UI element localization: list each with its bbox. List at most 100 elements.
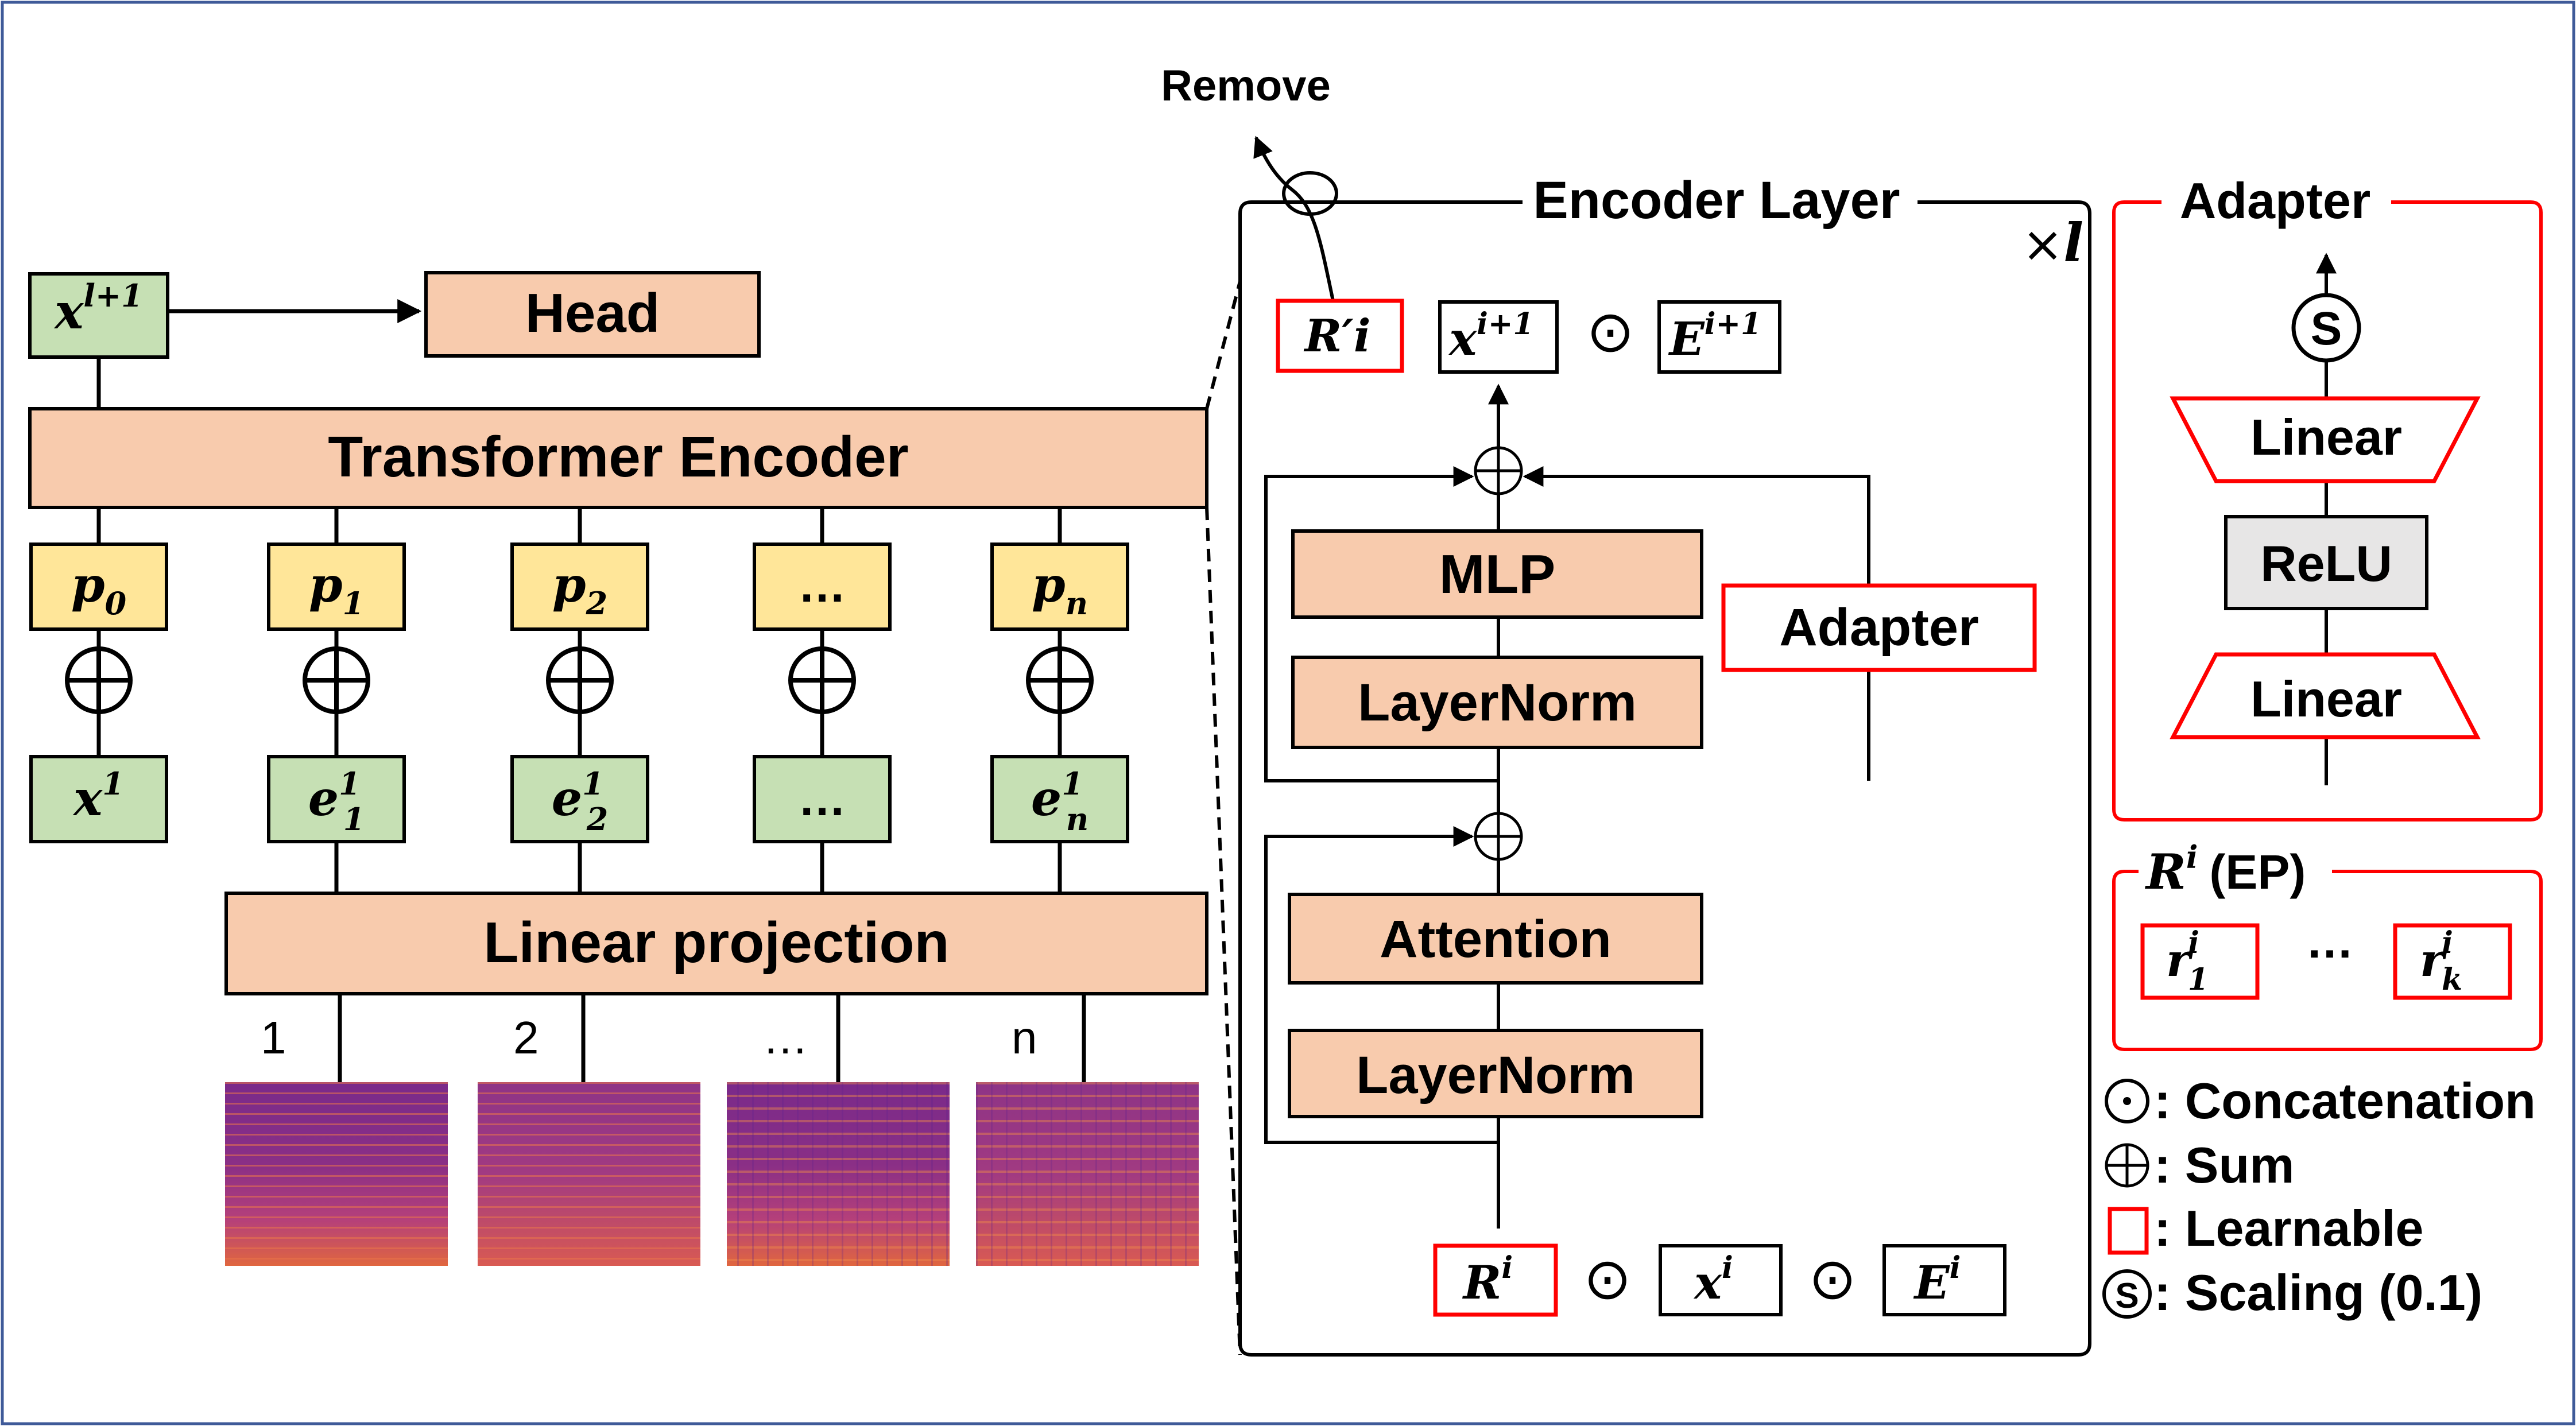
encoder-layer-title: Encoder Layer: [1533, 171, 1900, 230]
patch-label: n: [1012, 1012, 1037, 1063]
relu-label: ReLU: [2260, 535, 2392, 592]
attention-label: Attention: [1380, 910, 1612, 968]
layernorm-top-box: [1291, 656, 1703, 749]
legend-sum-text: : Sum: [2154, 1137, 2294, 1194]
spectrogram-texture: [225, 1082, 448, 1266]
r-prime-label: R′i: [1303, 310, 1370, 362]
mlp-label: MLP: [1439, 544, 1556, 605]
adapter-panel-title: Adapter: [2180, 172, 2371, 229]
encoder-layer: Encoder Layer ×l Remove R′i xi+1 ⊙ Ei+1: [1161, 61, 2091, 1357]
linear-projection-box: [224, 892, 1208, 995]
head-box: [424, 271, 761, 358]
layernorm-top-label: LayerNorm: [1358, 673, 1637, 732]
embedding-label: x1: [72, 765, 124, 827]
position-label: …: [798, 558, 846, 612]
position-box: [267, 542, 406, 631]
patch-label: …: [762, 1012, 808, 1063]
linear-projection-label: Linear projection: [483, 910, 949, 975]
r-label: Ri: [1462, 1250, 1513, 1309]
spectrogram-texture: [727, 1082, 950, 1266]
position-label: p2: [552, 556, 607, 622]
r-box: [1433, 1243, 1558, 1317]
ep-panel-frame: [2112, 870, 2543, 1051]
legend-concatenation-text: : Concatenation: [2154, 1072, 2536, 1129]
relu-box: [2224, 515, 2428, 610]
x-next-box: [1438, 300, 1559, 374]
sum-symbol: [65, 646, 133, 714]
remove-arrow: [1253, 135, 1335, 301]
adapter-panel: Adapter S Linear ReLU Linear: [2112, 172, 2543, 822]
legend-scaling-text: : Scaling (0.1): [2154, 1264, 2482, 1321]
layernorm-bottom-label: LayerNorm: [1356, 1046, 1635, 1105]
scaling-symbol: S: [2311, 303, 2342, 355]
e-label: Ei: [1913, 1250, 1961, 1309]
repeat-label: ×l: [2022, 212, 2083, 274]
residual-attention: [1264, 826, 1498, 1144]
ep-panel-title: Ri(EP): [2145, 839, 2306, 900]
encoder-layer-frame: [1238, 200, 2091, 1357]
sum-symbol: [1026, 646, 1094, 714]
ep-rk-box: [2393, 923, 2512, 1000]
transformer-encoder-label: Transformer Encoder: [328, 425, 908, 489]
zoom-line-top: [1205, 281, 1242, 409]
e-box: [1882, 1244, 2006, 1316]
residual-mlp: [1264, 466, 1498, 782]
adapter-panel-frame: [2112, 200, 2543, 822]
legend-concatenation: : Concatenation: [2105, 1072, 2536, 1129]
legend-sum: : Sum: [2105, 1137, 2294, 1194]
concat-bottom-2: ⊙: [1808, 1245, 1857, 1312]
legend-scaling-symbol: S: [2115, 1276, 2139, 1316]
embedding-label: …: [798, 772, 846, 826]
layernorm-bottom-box: [1288, 1029, 1703, 1118]
sum-symbol: [546, 646, 614, 714]
e-next-box: [1657, 300, 1781, 374]
adapter-branch: [1523, 466, 1870, 781]
ep-dots: …: [2306, 914, 2354, 968]
head-label: Head: [525, 282, 660, 344]
linear-top-trapezoid: [2170, 396, 2481, 483]
spectrogram-texture: [478, 1082, 700, 1266]
ep-r1-box: [2140, 923, 2260, 1000]
transformer-encoder-box: [28, 407, 1208, 509]
position-label: pn: [1032, 556, 1088, 622]
mlp-box: [1291, 529, 1703, 619]
spectrogram-texture: [976, 1082, 1199, 1266]
e-next-label: Ei+1: [1668, 307, 1762, 366]
embedding-box: [267, 755, 406, 843]
repeat-l: l: [2063, 212, 2083, 274]
legend: : Concatenation : Sum : Learnable S : Sc…: [2102, 1072, 2536, 1321]
position-label: p1: [309, 556, 364, 622]
legend-learnable-text: : Learnable: [2154, 1200, 2423, 1257]
patch-label: 2: [513, 1012, 539, 1063]
linear-top-label: Linear: [2250, 409, 2402, 466]
linear-bottom-label: Linear: [2250, 671, 2402, 727]
sum-node-bottom: [1474, 812, 1523, 861]
attention-box: [1288, 893, 1703, 985]
legend-scaling: S : Scaling (0.1): [2102, 1264, 2482, 1321]
x-label: xi: [1693, 1250, 1733, 1309]
x-box: [1659, 1244, 1783, 1316]
zoom-line-bottom: [1205, 507, 1242, 1355]
linear-bottom-trapezoid: [2170, 652, 2481, 739]
legend-learnable: : Learnable: [2108, 1200, 2423, 1257]
adapter-box: [1721, 583, 2037, 672]
position-box: [990, 542, 1129, 631]
concat-top: ⊙: [1586, 298, 1634, 365]
sum-symbol: [303, 646, 370, 714]
remove-label: Remove: [1161, 61, 1331, 110]
r-prime-box: [1276, 299, 1404, 373]
embedding-box: [29, 755, 168, 843]
x-top-label: xl+1: [53, 277, 142, 340]
sum-symbol: [788, 646, 856, 714]
adapter-label: Adapter: [1779, 598, 1979, 657]
